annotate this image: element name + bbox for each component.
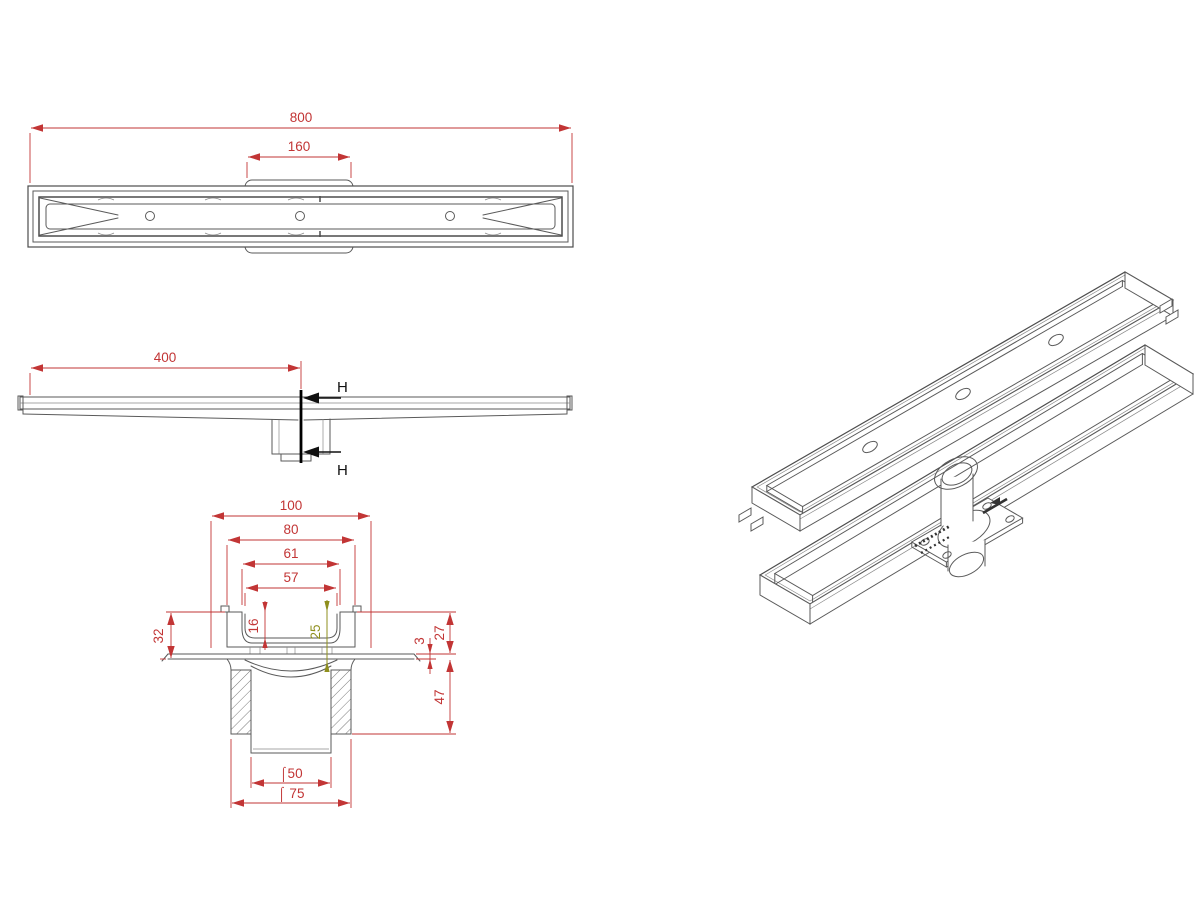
dim-57-label: 57: [283, 570, 298, 585]
section-outlet-spigot: [226, 658, 356, 754]
section-line-HH: H H: [299, 379, 348, 479]
grate-hole: [862, 440, 878, 454]
side-view-profile: [17, 395, 573, 462]
dimension-overall-length: 800: [29, 110, 573, 183]
grate-hook-tab: [1159, 298, 1173, 314]
section-view: 100 80 61 57 16: [151, 498, 456, 808]
section-label-h-top: H: [337, 379, 348, 396]
dim-3-label: 3: [412, 637, 427, 645]
dimension-spigot-diameter: ⌠ 75: [230, 739, 352, 808]
plate-engraving-marks: [914, 497, 1008, 554]
grate-hole: [1048, 333, 1064, 347]
section-arrow-bottom: [303, 446, 319, 458]
dim-80-label: 80: [283, 522, 298, 537]
dim-400-label: 400: [154, 350, 177, 365]
dim-27-label: 27: [432, 625, 447, 640]
dimension-flange-width: 100: [210, 498, 372, 648]
dim-100-label: 100: [280, 498, 303, 513]
dim-47-label: 47: [432, 689, 447, 704]
dim-160-label: 160: [288, 139, 311, 154]
plate-screw-hole: [1005, 515, 1015, 523]
iso-spigot-end: [948, 551, 985, 578]
iso-grate-frame: [738, 271, 1179, 532]
grate-hole: [145, 211, 155, 221]
dimension-flange-length: 160: [246, 139, 352, 178]
top-view: 800 160: [27, 110, 574, 254]
dimension-depth-to-flange: 25: [308, 600, 330, 672]
dimension-rim-width: 61: [241, 546, 341, 605]
iso-outlet-assembly: [910, 456, 1024, 578]
dimension-body-width: 80: [226, 522, 356, 605]
top-view-channel: [27, 185, 574, 248]
section-flange: [161, 653, 421, 662]
dim-800-label: 800: [290, 110, 313, 125]
grate-hole: [295, 211, 305, 221]
dim-25-label: 25: [308, 624, 323, 639]
iso-outlet-hole: [941, 462, 973, 486]
dimension-height-left: 32: [151, 611, 225, 660]
dimension-outlet-offset: 400: [29, 350, 302, 395]
grate-hook-tab: [1165, 309, 1179, 325]
grate-hole: [445, 211, 455, 221]
dimension-channel-width: 57: [244, 570, 338, 606]
dim-32-label: 32: [151, 628, 166, 643]
dimension-height-above-flange: 27: [357, 611, 456, 655]
iso-channel-body: [758, 344, 1195, 625]
grate-hole: [955, 387, 971, 401]
dimension-channel-depth: 16: [246, 601, 268, 650]
isometric-view: [738, 271, 1195, 625]
section-channel-profile: [220, 605, 362, 654]
dim-d75-label: ⌠ 75: [278, 786, 305, 803]
dim-16-label: 16: [246, 618, 261, 633]
iso-floor-recess: [934, 456, 978, 490]
grate-hook-tab: [738, 507, 752, 523]
section-arrow-top: [303, 392, 319, 404]
dim-d50-label: ⌠50: [279, 766, 302, 783]
dim-61-label: 61: [283, 546, 298, 561]
section-label-h-bottom: H: [337, 462, 348, 479]
dimension-flange-thickness: 3: [412, 637, 436, 674]
side-view: 400 H H: [17, 350, 573, 479]
plate-screw-hole: [942, 551, 952, 559]
dimension-spigot-length: 47: [352, 660, 456, 735]
grate-hook-tab: [750, 516, 764, 532]
dimension-outlet-diameter: ⌠50: [250, 757, 332, 788]
